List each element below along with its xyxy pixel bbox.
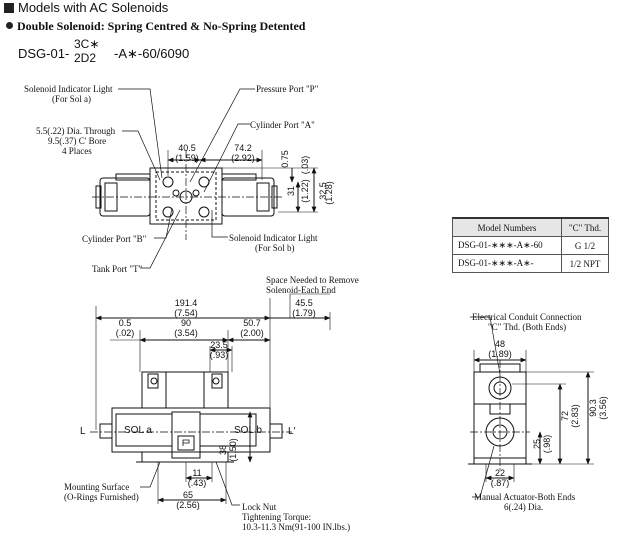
model-suffix: -A∗-60/6090	[114, 46, 190, 61]
dim-38: 38(1.50)	[218, 438, 238, 462]
front-p-symbol	[177, 435, 195, 451]
label-4-places: 4 Places	[62, 146, 92, 156]
label-lock-nut: Lock Nut Tightening Torque: 10.3-11.3 Nm…	[242, 502, 351, 532]
dim-31-inch: (1.22)	[300, 179, 310, 203]
section-subtitle: Double Solenoid: Spring Centred & No-Spr…	[17, 19, 306, 33]
label-cylinder-port-b: Cylinder Port "B"	[82, 234, 147, 244]
dim-191-4: 191.4(7.54)	[174, 298, 198, 318]
label-pressure-port: Pressure Port "P"	[256, 84, 319, 94]
table-cell-model: DSG-01-∗∗∗-A∗-60	[452, 236, 562, 255]
label-dia-through: 5.5(.22) Dia. Through	[36, 126, 116, 136]
table-row: DSG-01-∗∗∗-A∗-60 G 1/2	[452, 236, 609, 255]
label-tank-port: Tank Port "T"	[92, 264, 143, 274]
top-bolt-1	[162, 176, 174, 188]
top-port-b	[192, 189, 200, 197]
top-port-a	[172, 189, 180, 197]
top-light-a	[115, 173, 151, 181]
dim-90: 90(3.54)	[174, 318, 198, 338]
dim-0-5: 0.5(.02)	[115, 318, 135, 338]
section-title: Models with AC Solenoids	[18, 0, 169, 15]
label-c-bore: 9.5(.37) C' Bore	[48, 136, 107, 146]
dim-23-5: 23.5(.93)	[209, 340, 229, 360]
table-header-model: Model Numbers	[452, 217, 562, 237]
model-prefix: DSG-01-	[18, 46, 70, 61]
dim-50-7: 50.7(2.00)	[240, 318, 264, 338]
table-row: DSG-01-∗∗∗-A∗- 1/2 NPT	[452, 254, 609, 273]
label-l-left: L	[80, 426, 86, 437]
dim-25: 25(.98)	[532, 434, 552, 454]
dim-48: 48(1.89)	[488, 339, 512, 359]
top-bolt-3	[162, 206, 174, 218]
front-view	[90, 293, 331, 506]
dim-45-5: 45.5(1.79)	[292, 298, 316, 318]
dim-90-3: 90.3(3.56)	[588, 396, 608, 420]
top-light-b	[221, 173, 257, 181]
header-square-icon	[4, 3, 14, 13]
dim-32-5-inch: (1.28)	[324, 181, 334, 205]
label-manual-actuator: Manual Actuator-Both Ends 6(.24) Dia.	[474, 492, 576, 512]
model-numbers-table: Model Numbers "C" Thd. DSG-01-∗∗∗-A∗-60 …	[452, 217, 609, 273]
dim-0-75-inch: (.03)	[300, 155, 310, 175]
label-sol-a: SOL a	[124, 425, 152, 436]
bullet-icon	[6, 22, 13, 29]
label-l-right: L'	[288, 426, 296, 437]
side-view	[468, 316, 594, 498]
dim-31: 31	[286, 186, 296, 197]
model-option-bottom: 2D2	[74, 51, 97, 65]
table-header-thread: "C" Thd.	[561, 217, 609, 237]
dim-22: 22(.87)	[490, 468, 510, 488]
label-space-needed: Space Needed to Remove Solenoid-Each End	[266, 275, 359, 295]
dim-0-75: 0.75	[280, 150, 290, 168]
label-sol-b: SOL b	[234, 425, 262, 436]
dim-40-5: 40.5(1.59)	[175, 143, 199, 163]
dim-65: 65(2.56)	[176, 490, 200, 510]
label-mounting-surface: Mounting Surface (O-Rings Furnished)	[64, 482, 139, 502]
label-sol-a-light: Solenoid Indicator Light (For Sol a)	[24, 84, 113, 104]
front-upper-body	[141, 371, 229, 409]
label-sol-b-light: Solenoid Indicator Light (For Sol b)	[229, 233, 318, 253]
label-cylinder-port-a: Cylinder Port "A"	[250, 120, 315, 130]
dim-74-2: 74.2(2.92)	[231, 143, 255, 163]
table-cell-thread: 1/2 NPT	[561, 254, 609, 273]
table-header-row: Model Numbers "C" Thd.	[452, 217, 609, 237]
table-cell-model: DSG-01-∗∗∗-A∗-	[452, 254, 562, 273]
dim-11: 11(.43)	[187, 468, 207, 488]
label-electrical-conduit: Electrical Conduit Connection "C" Thd. (…	[472, 312, 582, 332]
top-bolt-4	[198, 206, 210, 218]
top-view	[92, 88, 318, 269]
dim-72: 72(2.83)	[560, 404, 580, 428]
model-option-top: 3C∗	[74, 37, 100, 51]
table-cell-thread: G 1/2	[561, 236, 609, 255]
